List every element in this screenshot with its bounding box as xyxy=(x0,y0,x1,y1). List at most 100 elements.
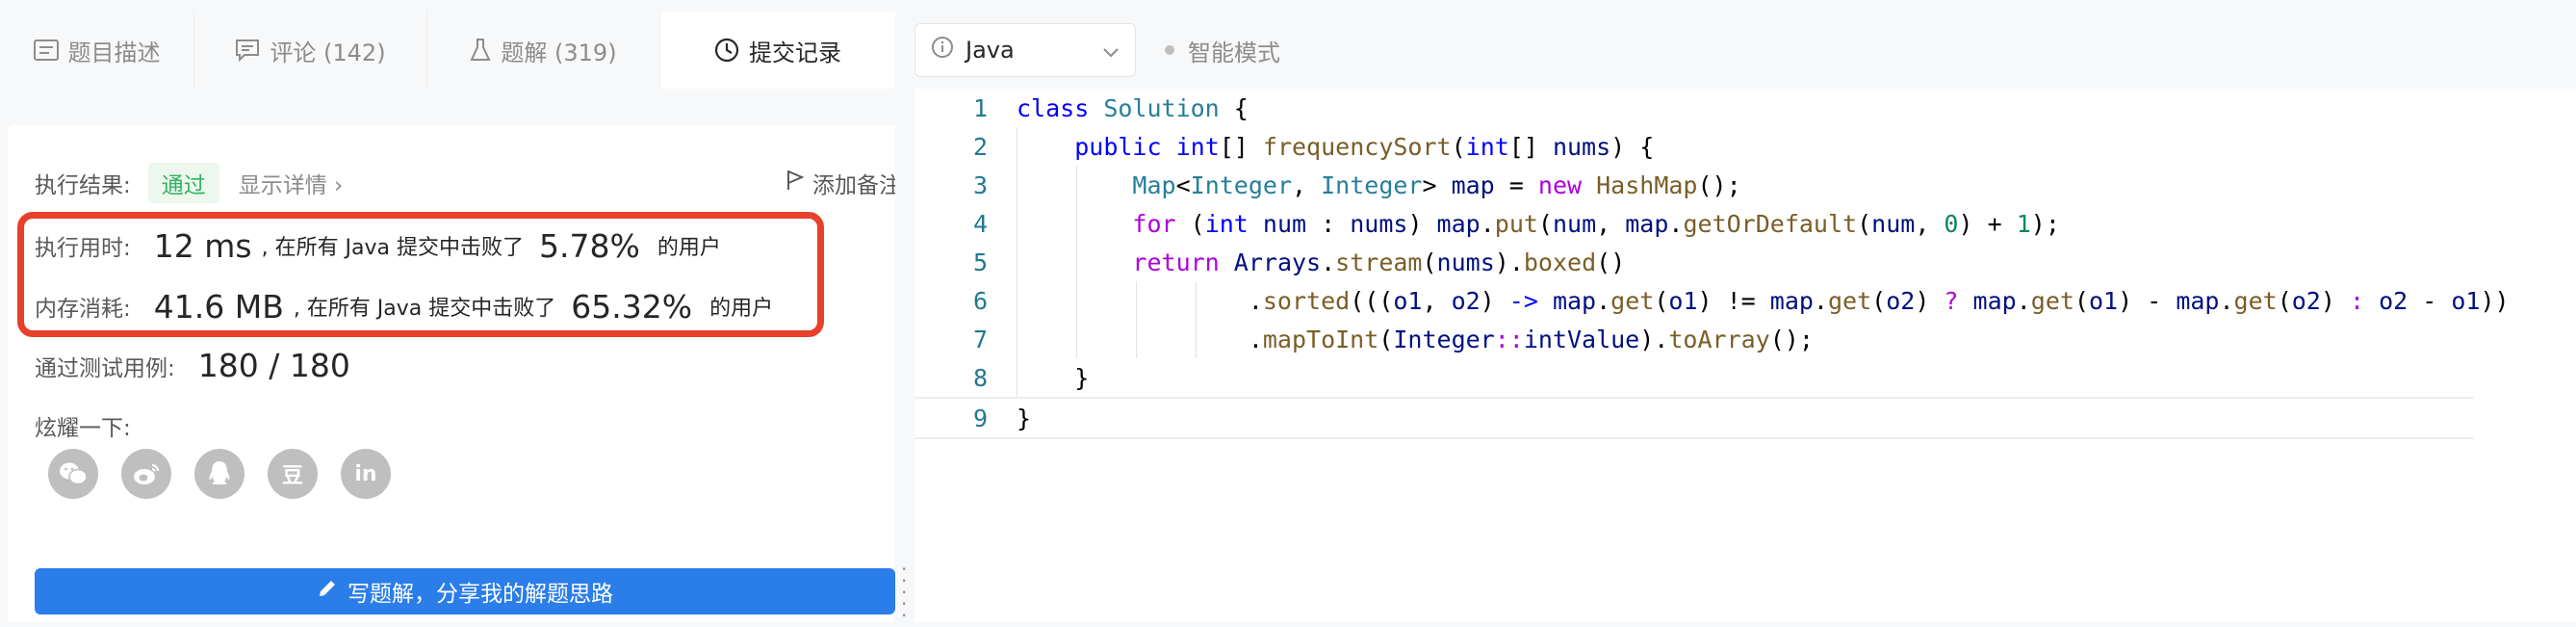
code-text: return Arrays.stream(nums).boxed() xyxy=(1132,248,1626,276)
indent-guide xyxy=(1196,320,1197,358)
code-text: for (int num : nums) map.put(num, map.ge… xyxy=(1132,209,2060,238)
runtime-suffix: 的用户 xyxy=(657,236,721,260)
indent-guide xyxy=(1136,281,1137,320)
code-line: 4 for (int num : nums) map.put(num, map.… xyxy=(914,204,2510,243)
tab-submissions-label: 提交记录 xyxy=(749,39,841,66)
qq-icon[interactable] xyxy=(194,449,245,499)
smart-mode-label: 智能模式 xyxy=(1188,39,1280,66)
add-note-label: 添加备注 xyxy=(812,173,901,198)
runtime-label: 执行用时: xyxy=(35,236,131,261)
linkedin-glyph: in xyxy=(354,461,377,486)
tab-solutions-label: 题解 (319) xyxy=(501,39,617,66)
language-select[interactable]: Java xyxy=(914,23,1136,77)
line-number: 8 xyxy=(972,363,988,392)
code-text: } xyxy=(1017,404,1032,432)
code-line-current: 9 } xyxy=(914,397,2474,439)
line-number: 5 xyxy=(972,248,988,276)
write-solution-label: 写题解，分享我的解题思路 xyxy=(348,582,613,607)
memory-suffix: 的用户 xyxy=(709,297,774,321)
submission-result-card: 执行结果: 通过 显示详情 › 添加备注 执行用时: 12 ms , 在所有 J… xyxy=(8,125,901,622)
language-value: Java xyxy=(966,37,1015,64)
indent-guide xyxy=(1017,127,1018,166)
pencil-icon xyxy=(317,578,338,605)
code-editor[interactable]: 1 class Solution { 2 public int[] freque… xyxy=(914,89,2576,622)
tab-comments[interactable]: 评论 (142) xyxy=(194,12,427,89)
indent-guide xyxy=(1017,204,1018,243)
smart-mode-dot xyxy=(1165,45,1174,55)
status-badge: 通过 xyxy=(147,163,219,203)
show-details-link[interactable]: 显示详情 › xyxy=(238,173,344,198)
line-number: 4 xyxy=(972,209,988,238)
runtime-text: , 在所有 Java 提交中击败了 xyxy=(261,236,525,260)
indent-guide xyxy=(1076,320,1077,358)
info-icon xyxy=(931,36,954,65)
code-text: public int[] frequencySort(int[] nums) { xyxy=(1074,132,1655,161)
code-line: 5 return Arrays.stream(nums).boxed() xyxy=(914,243,2510,281)
code-line: 3 Map<Integer, Integer> map = new HashMa… xyxy=(914,166,2510,204)
performance-highlight xyxy=(17,212,824,337)
line-number: 6 xyxy=(972,286,988,315)
code-text: .sorted(((o1, o2) -> map.get(o1) != map.… xyxy=(1017,286,2510,315)
tab-submissions[interactable]: 提交记录 xyxy=(660,12,895,89)
chevron-down-icon xyxy=(1102,37,1120,64)
add-note-button[interactable]: 添加备注 xyxy=(786,167,901,199)
code-lines: 1 class Solution { 2 public int[] freque… xyxy=(914,89,2510,439)
panel-divider[interactable] xyxy=(895,0,914,622)
comment-icon xyxy=(235,39,260,62)
code-text: .mapToInt(Integer::intValue).toArray(); xyxy=(1017,325,1814,353)
code-text: class Solution { xyxy=(1017,93,1249,122)
code-text: } xyxy=(1017,363,1090,392)
indent-guide xyxy=(1136,320,1137,358)
result-label: 执行结果: xyxy=(35,173,131,198)
line-number: 9 xyxy=(972,404,988,432)
code-line: 1 class Solution { xyxy=(914,89,2510,127)
editor-toolbar: Java 智能模式 xyxy=(914,12,2576,89)
douban-icon[interactable]: 豆 xyxy=(268,449,318,499)
code-line: 2 public int[] frequencySort(int[] nums)… xyxy=(914,127,2510,166)
linkedin-icon[interactable]: in xyxy=(341,449,391,499)
line-number: 2 xyxy=(972,132,988,161)
submission-panel: 题目描述 评论 (142) 题解 (319) 提交记录 执行结果: 通过 显示详… xyxy=(0,0,901,622)
tab-comments-label: 评论 (142) xyxy=(270,39,386,66)
indent-guide xyxy=(1017,281,1018,320)
indent-guide xyxy=(1076,166,1077,204)
indent-guide xyxy=(1076,204,1077,243)
indent-guide xyxy=(1076,243,1077,281)
runtime-percent: 5.78% xyxy=(539,226,640,265)
indent-guide xyxy=(1076,281,1077,320)
tab-description-label: 题目描述 xyxy=(67,39,161,66)
code-text: Map<Integer, Integer> map = new HashMap(… xyxy=(1132,170,1741,199)
code-line: 8 } xyxy=(914,358,2510,397)
indent-guide xyxy=(1017,320,1018,358)
tab-solutions[interactable]: 题解 (319) xyxy=(427,12,660,89)
tests-value: 180 / 180 xyxy=(197,347,350,384)
memory-percent: 65.32% xyxy=(571,287,693,326)
description-icon xyxy=(33,39,59,61)
line-number: 1 xyxy=(972,93,988,122)
wechat-icon[interactable] xyxy=(48,449,98,499)
runtime-row: 执行用时: 12 ms , 在所有 Java 提交中击败了 5.78% 的用户 xyxy=(35,226,721,265)
line-number: 3 xyxy=(972,170,988,199)
weibo-icon[interactable] xyxy=(121,449,171,499)
share-label: 炫耀一下: xyxy=(35,416,131,441)
result-row: 执行结果: 通过 显示详情 › 添加备注 xyxy=(35,163,901,203)
flask-icon xyxy=(470,38,491,63)
memory-value: 41.6 MB xyxy=(153,287,284,326)
smart-mode-toggle[interactable]: 智能模式 xyxy=(1165,34,1280,67)
tests-row: 通过测试用例: 180 / 180 xyxy=(35,347,350,384)
flag-icon xyxy=(786,169,805,197)
write-solution-button[interactable]: 写题解，分享我的解题思路 xyxy=(35,568,895,614)
clock-icon xyxy=(714,38,739,63)
line-number: 7 xyxy=(972,325,988,353)
code-line: 7 .mapToInt(Integer::intValue).toArray()… xyxy=(914,320,2510,358)
indent-guide xyxy=(1017,358,1018,397)
indent-guide xyxy=(1017,166,1018,204)
tab-description[interactable]: 题目描述 xyxy=(0,12,194,89)
indent-guide xyxy=(1017,243,1018,281)
code-panel: Java 智能模式 1 class Solution { 2 public in… xyxy=(914,0,2576,622)
memory-label: 内存消耗: xyxy=(35,297,131,322)
indent-guide xyxy=(1196,281,1197,320)
douban-glyph: 豆 xyxy=(281,464,303,488)
memory-row: 内存消耗: 41.6 MB , 在所有 Java 提交中击败了 65.32% 的… xyxy=(35,287,773,326)
resize-handle-icon[interactable]: ····· xyxy=(901,558,908,627)
